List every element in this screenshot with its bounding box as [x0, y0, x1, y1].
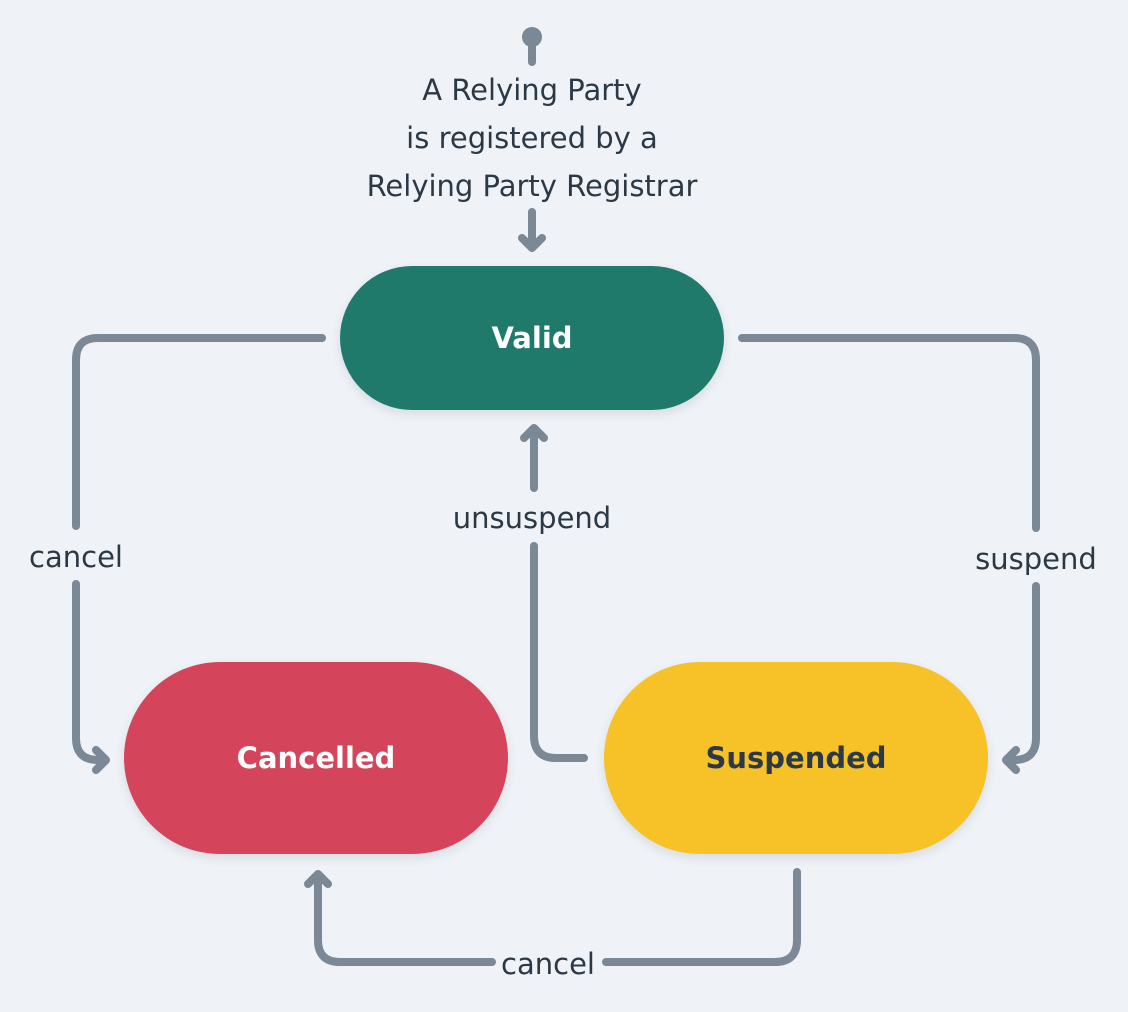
arrowhead-suspended-to-cancelled: [304, 870, 332, 888]
transition-label-suspended-to-cancelled: cancel: [501, 947, 595, 981]
state-cancelled-label: Cancelled: [236, 741, 396, 775]
edge-valid-to-suspended-lower: [1004, 582, 1040, 764]
initial-label-line-1: A Relying Party: [422, 73, 642, 107]
transition-label-suspended-to-valid: unsuspend: [452, 501, 612, 535]
arrowhead-valid-to-cancelled: [92, 746, 110, 774]
state-cancelled: Cancelled: [124, 662, 508, 854]
edge-valid-to-suspended-upper: [738, 334, 1040, 532]
edge-valid-to-cancelled-upper: [72, 334, 326, 530]
initial-label-line-3: Relying Party Registrar: [366, 169, 698, 203]
edge-suspended-to-valid-lower: [530, 542, 588, 762]
edge-valid-to-cancelled-lower: [72, 580, 108, 764]
transition-label-valid-to-suspended: suspend: [975, 542, 1097, 576]
arrowhead-suspended-to-valid: [520, 424, 548, 442]
arrowhead-valid-to-suspended: [1002, 746, 1020, 774]
state-suspended-label: Suspended: [705, 741, 887, 775]
state-valid: Valid: [340, 266, 724, 410]
state-suspended: Suspended: [604, 662, 988, 854]
edge-suspended-to-cancelled-left: [314, 872, 496, 966]
initial-transition-label: A Relying Party is registered by a Relyi…: [367, 66, 698, 210]
state-valid-label: Valid: [491, 321, 573, 355]
arrowhead-start-to-valid: [518, 234, 546, 252]
transition-label-valid-to-cancelled: cancel: [29, 540, 123, 574]
initial-label-line-2: is registered by a: [406, 121, 658, 155]
edge-suspended-to-cancelled-right: [602, 868, 801, 966]
